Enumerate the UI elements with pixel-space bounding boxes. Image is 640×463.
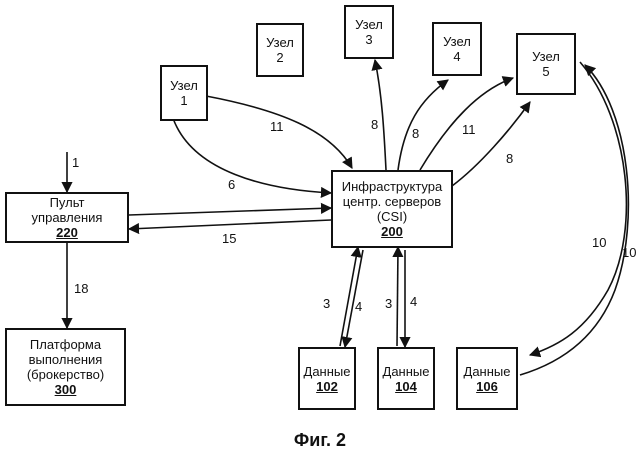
- data-102-label: Данные: [304, 364, 351, 379]
- csi-line-3: (CSI): [377, 209, 407, 224]
- data-104-label: Данные: [383, 364, 430, 379]
- node-1-label: Узел: [170, 78, 198, 93]
- edge-label-console-to-platform: 18: [74, 282, 88, 296]
- console-line-1: Пульт: [50, 195, 85, 210]
- edge-label-csi-to-data102-b: 4: [355, 300, 362, 314]
- node-4-label: Узел: [443, 34, 471, 49]
- csi-line-1: Инфраструктура: [342, 179, 442, 194]
- arrow-data102-to-csi: [340, 247, 358, 346]
- edge-label-csi-to-node3: 8: [371, 118, 378, 132]
- arrow-console-to-csi-lower: [129, 208, 331, 215]
- arrow-csi-to-node4: [398, 80, 448, 170]
- arrow-data106-to-node5: [520, 65, 628, 375]
- platform-line-1: Платформа: [30, 337, 101, 352]
- edge-label-node5-data106-b: 10: [622, 246, 636, 260]
- platform-ref: 300: [55, 382, 77, 397]
- data-104-ref: 104: [395, 379, 417, 394]
- arrow-data104-to-csi: [397, 247, 398, 346]
- csi-box: Инфраструктура центр. серверов (CSI) 200: [331, 170, 453, 248]
- platform-box: Платформа выполнения (брокерство) 300: [5, 328, 126, 406]
- node-2-label: Узел: [266, 35, 294, 50]
- csi-ref: 200: [381, 224, 403, 239]
- data-106-label: Данные: [464, 364, 511, 379]
- arrow-csi-to-node5-b: [452, 102, 530, 186]
- data-102-ref: 102: [316, 379, 338, 394]
- edge-label-csi-to-data104-a: 3: [385, 297, 392, 311]
- node-4-box: Узел 4: [432, 22, 482, 76]
- node-2-number: 2: [276, 50, 283, 65]
- edge-label-input: 1: [72, 156, 79, 170]
- edge-label-console-to-csi: 6: [228, 178, 235, 192]
- node-1-number: 1: [180, 93, 187, 108]
- data-106-box: Данные 106: [456, 347, 518, 410]
- console-line-2: управления: [32, 210, 103, 225]
- node-3-label: Узел: [355, 17, 383, 32]
- csi-line-2: центр. серверов: [343, 194, 441, 209]
- node-1-box: Узел 1: [160, 65, 208, 121]
- node-4-number: 4: [453, 49, 460, 64]
- console-box: Пульт управления 220: [5, 192, 129, 243]
- arrow-csi-to-console: [129, 220, 331, 229]
- edge-label-node5-data106-a: 10: [592, 236, 606, 250]
- edge-label-csi-to-data104-b: 4: [410, 295, 417, 309]
- node-3-number: 3: [365, 32, 372, 47]
- data-104-box: Данные 104: [377, 347, 435, 410]
- platform-line-2: выполнения: [29, 352, 103, 367]
- edge-label-csi-to-console: 15: [222, 232, 236, 246]
- node-5-label: Узел: [532, 49, 560, 64]
- arrow-csi-to-node3: [375, 60, 386, 170]
- edge-label-csi-to-node4: 8: [412, 127, 419, 141]
- edge-label-csi-to-node5-b: 8: [506, 152, 513, 166]
- node-2-box: Узел 2: [256, 23, 304, 77]
- edge-label-node1-to-csi: 11: [270, 120, 284, 134]
- platform-line-3: (брокерство): [27, 367, 104, 382]
- console-ref: 220: [56, 225, 78, 240]
- edge-label-csi-to-data102-a: 3: [323, 297, 330, 311]
- node-3-box: Узел 3: [344, 5, 394, 59]
- arrow-node5-to-data106: [530, 62, 626, 355]
- data-106-ref: 106: [476, 379, 498, 394]
- edge-label-csi-to-node5-a: 11: [462, 123, 476, 137]
- node-5-number: 5: [542, 64, 549, 79]
- figure-caption: Фиг. 2: [0, 430, 640, 451]
- data-102-box: Данные 102: [298, 347, 356, 410]
- node-5-box: Узел 5: [516, 33, 576, 95]
